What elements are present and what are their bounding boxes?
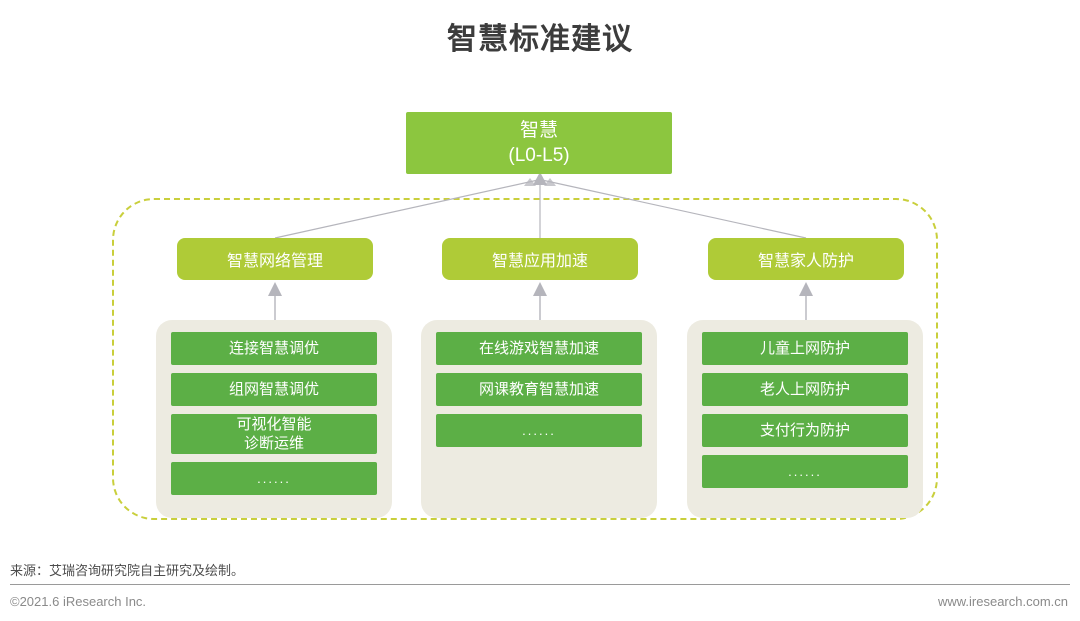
footer-bottom-row: ©2021.6 iResearch Inc. www.iresearch.com… (0, 585, 1080, 621)
leaf-item-label-line2: 诊断运维 (243, 435, 304, 452)
leaf-item-label: 老人上网防护 (759, 381, 850, 398)
root-node-line1: 智慧 (519, 120, 558, 141)
category-node-label: 智慧应用加速 (491, 253, 588, 270)
leaf-item-label: 连接智慧调优 (228, 340, 319, 357)
category-node-family-protection[interactable]: 智慧家人防护 (708, 238, 904, 280)
category-node-network-management[interactable]: 智慧网络管理 (177, 238, 373, 280)
footer: 来源：艾瑞咨询研究院自主研究及绘制。 ©2021.6 iResearch Inc… (0, 560, 1080, 621)
leaf-item[interactable]: 组网智慧调优 (171, 373, 377, 406)
leaf-item-label: 支付行为防护 (759, 422, 850, 439)
leaf-panel-family-protection: 儿童上网防护 老人上网防护 支付行为防护 ...... (687, 320, 923, 518)
leaf-item-label: 可视化智能 (236, 416, 312, 433)
leaf-item-label: 儿童上网防护 (759, 340, 850, 357)
diagram-canvas: 智慧 (L0-L5) 智慧网络管理 智慧应用加速 智慧家人防护 连接智慧调优 组… (112, 112, 938, 520)
leaf-item[interactable]: 连接智慧调优 (171, 332, 377, 365)
leaf-item-more[interactable]: ...... (436, 414, 642, 447)
leaf-item[interactable]: 儿童上网防护 (702, 332, 908, 365)
leaf-item[interactable]: 在线游戏智慧加速 (436, 332, 642, 365)
category-node-label: 智慧家人防护 (757, 253, 854, 270)
leaf-item[interactable]: 支付行为防护 (702, 414, 908, 447)
leaf-item[interactable]: 可视化智能 诊断运维 (171, 414, 377, 454)
root-node[interactable]: 智慧 (L0-L5) (406, 112, 672, 174)
leaf-item-label: 在线游戏智慧加速 (478, 340, 599, 357)
leaf-item-label: ...... (788, 464, 822, 479)
copyright-text: ©2021.6 iResearch Inc. (10, 594, 147, 609)
category-node-application-acceleration[interactable]: 智慧应用加速 (442, 238, 638, 280)
root-node-line2: (L0-L5) (508, 145, 570, 166)
leaf-panel-network-management: 连接智慧调优 组网智慧调优 可视化智能 诊断运维 ...... (156, 320, 392, 518)
page-title: 智慧标准建议 (447, 23, 633, 56)
leaf-item[interactable]: 老人上网防护 (702, 373, 908, 406)
leaf-item-more[interactable]: ...... (171, 462, 377, 495)
leaf-item-label: 网课教育智慧加速 (478, 381, 599, 398)
category-node-label: 智慧网络管理 (226, 253, 323, 270)
leaf-panel-application-acceleration: 在线游戏智慧加速 网课教育智慧加速 ...... (421, 320, 657, 518)
leaf-item[interactable]: 网课教育智慧加速 (436, 373, 642, 406)
leaf-item-label: ...... (257, 471, 291, 486)
website-link[interactable]: www.iresearch.com.cn (937, 594, 1068, 609)
leaf-item-more[interactable]: ...... (702, 455, 908, 488)
source-note: 来源：艾瑞咨询研究院自主研究及绘制。 (10, 563, 245, 578)
leaf-item-label: ...... (522, 423, 556, 438)
footer-divider (10, 584, 1070, 585)
leaf-item-label: 组网智慧调优 (228, 381, 319, 398)
